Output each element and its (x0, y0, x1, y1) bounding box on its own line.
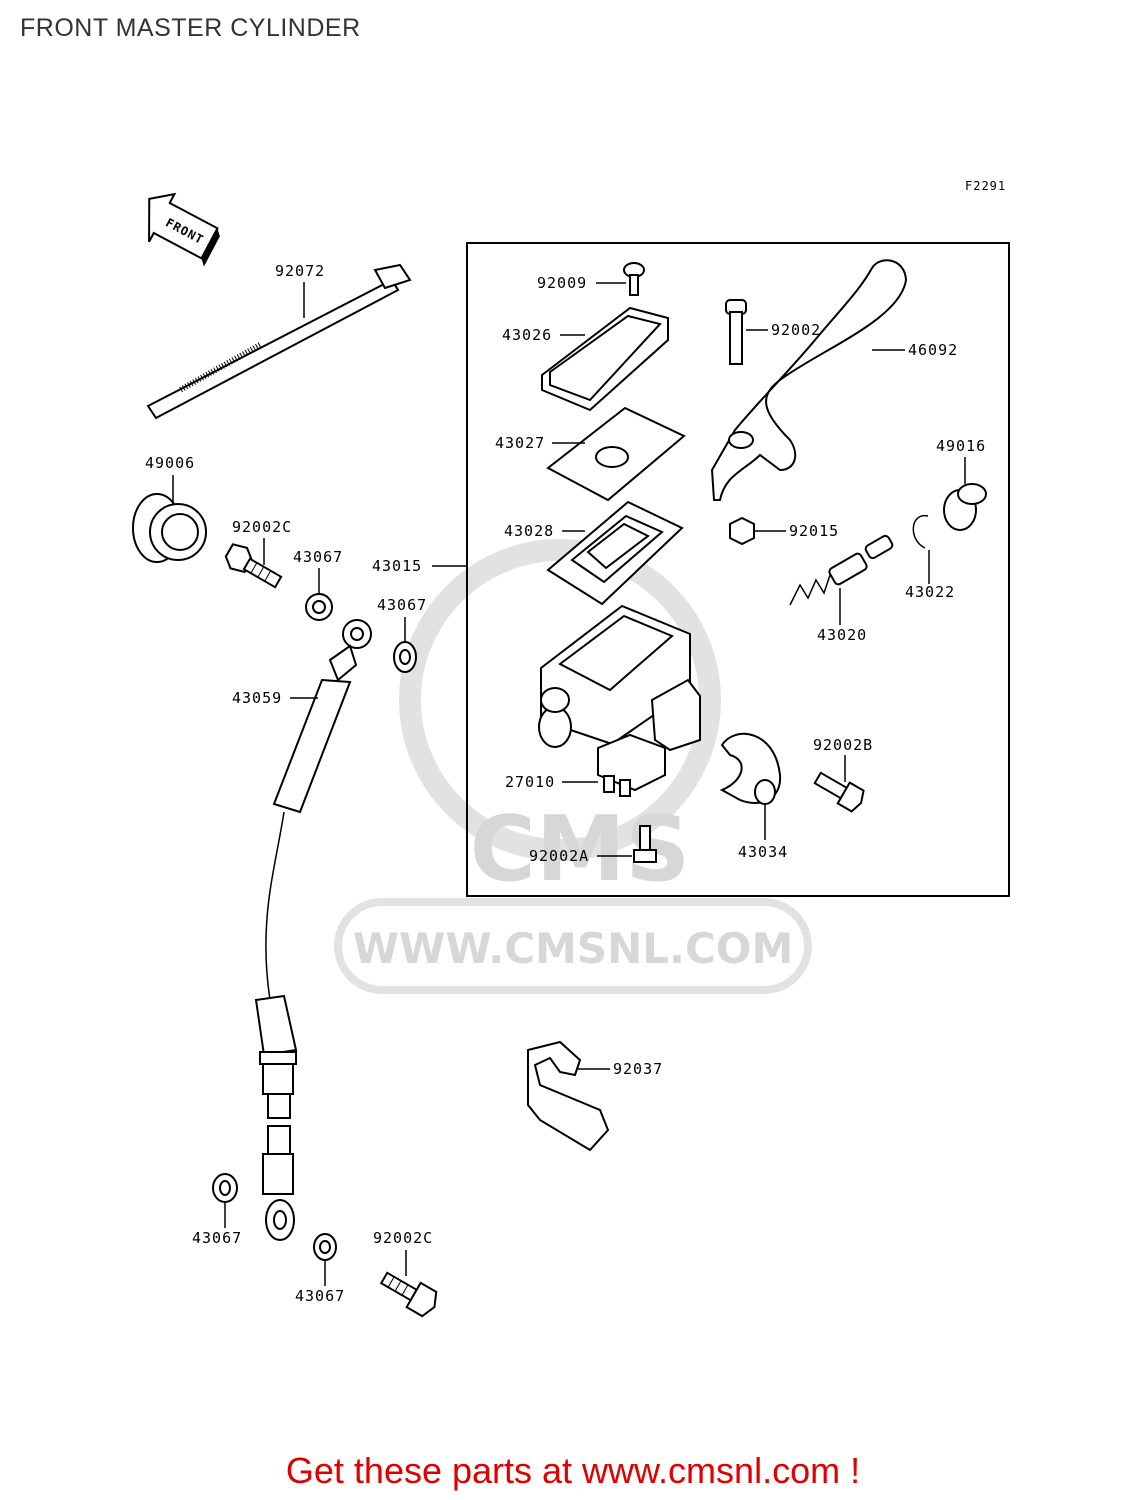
label-46092: 46092 (908, 341, 958, 359)
pivot-bolt-92002 (725, 299, 747, 365)
label-43034: 43034 (738, 843, 788, 861)
label-92002: 92002 (771, 321, 821, 339)
page-title: FRONT MASTER CYLINDER (20, 14, 361, 42)
label-92002c-top: 92002C (232, 518, 292, 536)
label-49006: 49006 (145, 454, 195, 472)
label-92002a: 92002A (529, 847, 589, 865)
grip-end-49006 (132, 493, 207, 563)
label-43015: 43015 (372, 557, 422, 575)
piston-kit-43020 (789, 534, 894, 606)
boot-49016 (943, 483, 987, 531)
label-49016: 49016 (936, 437, 986, 455)
label-43028: 43028 (504, 522, 554, 540)
watermark: CMS WWW.CMSNL.COM (334, 539, 812, 994)
label-43022: 43022 (905, 583, 955, 601)
screw-92002a (633, 825, 657, 863)
brake-lever-46092 (710, 259, 908, 501)
diaphragm-43028 (546, 500, 684, 606)
brake-switch-27010 (597, 733, 666, 797)
parts-diagram: CMS WWW.CMSNL.COM F2291 FRONT 92072 4900… (132, 179, 1010, 1318)
label-43067-b: 43067 (377, 596, 427, 614)
label-92072: 92072 (275, 262, 325, 280)
circlip-43022 (912, 515, 929, 549)
label-92009: 92009 (537, 274, 587, 292)
diaphragm-plate-43027 (546, 406, 686, 502)
screw-92009 (623, 262, 645, 296)
label-43026: 43026 (502, 326, 552, 344)
label-43067-a: 43067 (293, 548, 343, 566)
front-arrow-icon: FRONT (148, 192, 220, 267)
label-43067-d: 43067 (295, 1287, 345, 1305)
banjo-bolt-92002c-bottom (379, 1271, 438, 1318)
label-92015: 92015 (789, 522, 839, 540)
label-92002c-bottom: 92002C (373, 1229, 433, 1247)
holder-clamp-43034 (719, 732, 782, 805)
watermark-url: WWW.CMSNL.COM (353, 924, 794, 973)
cable-tie-92072 (146, 263, 412, 420)
label-92002b: 92002B (813, 736, 873, 754)
figure-code: F2291 (965, 179, 1006, 193)
reservoir-cap-43026 (541, 306, 669, 412)
banjo-bolt-92002c-top (224, 543, 283, 589)
label-43059: 43059 (232, 689, 282, 707)
brake-hose-43059 (254, 619, 372, 1241)
bolt-92002b (813, 771, 865, 813)
label-92037: 92037 (613, 1060, 663, 1078)
label-43027: 43027 (495, 434, 545, 452)
hose-clamp-92037 (527, 1040, 610, 1152)
master-cylinder-body (538, 604, 701, 752)
label-43020: 43020 (817, 626, 867, 644)
label-27010: 27010 (505, 773, 555, 791)
nut-92015 (729, 516, 755, 546)
assembly-group-box (466, 242, 1010, 897)
label-43067-c: 43067 (192, 1229, 242, 1247)
promo-link[interactable]: Get these parts at www.cmsnl.com ! (285, 1450, 861, 1491)
